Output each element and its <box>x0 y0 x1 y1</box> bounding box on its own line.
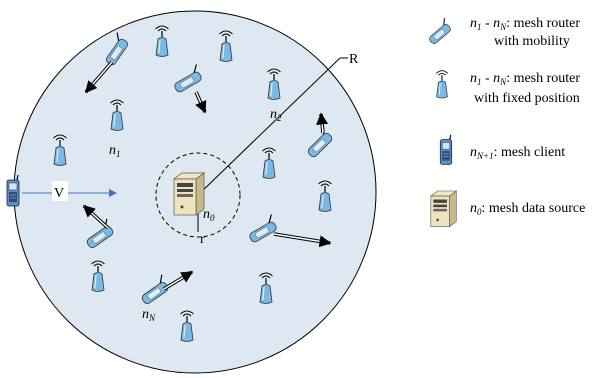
mobility-arrow <box>194 91 207 114</box>
legend-item-fixed-router: n1 - nN: mesh router <box>470 71 580 87</box>
label-V: V <box>54 186 64 201</box>
mobile-router-icon <box>424 17 454 46</box>
client-phone-icon <box>439 134 453 165</box>
legend-item-mobile-router: n1 - nN: mesh router <box>470 16 580 32</box>
mobility-arrow <box>273 232 332 248</box>
client-phone-icon <box>6 174 20 207</box>
mobility-arrow <box>84 60 114 94</box>
data-source-range <box>155 152 241 238</box>
radius-R-line <box>197 57 341 196</box>
legend-item-fixed-router-line2: with fixed position <box>474 91 580 106</box>
label-nN: nN <box>142 307 156 323</box>
label-n1: n1 <box>109 143 121 159</box>
label-n2: n2 <box>270 107 282 123</box>
mobility-arrow <box>82 204 110 230</box>
server-icon <box>173 172 205 216</box>
fixed-router-icon <box>435 70 449 99</box>
server-icon <box>430 190 457 228</box>
legend-item-mobile-router-line2: with mobility <box>494 34 570 49</box>
mobility-arrow <box>163 270 194 291</box>
legend-item-client: nN+1: mesh client <box>470 145 565 161</box>
legend-item-data-source: n0: mesh data source <box>470 201 585 217</box>
legend: n1 - nN: mesh router with mobility n1 - … <box>424 16 585 228</box>
mobility-arrow <box>316 112 329 134</box>
label-R: R <box>349 52 359 67</box>
label-r: r <box>200 232 205 247</box>
label-n0: n0 <box>203 207 215 223</box>
